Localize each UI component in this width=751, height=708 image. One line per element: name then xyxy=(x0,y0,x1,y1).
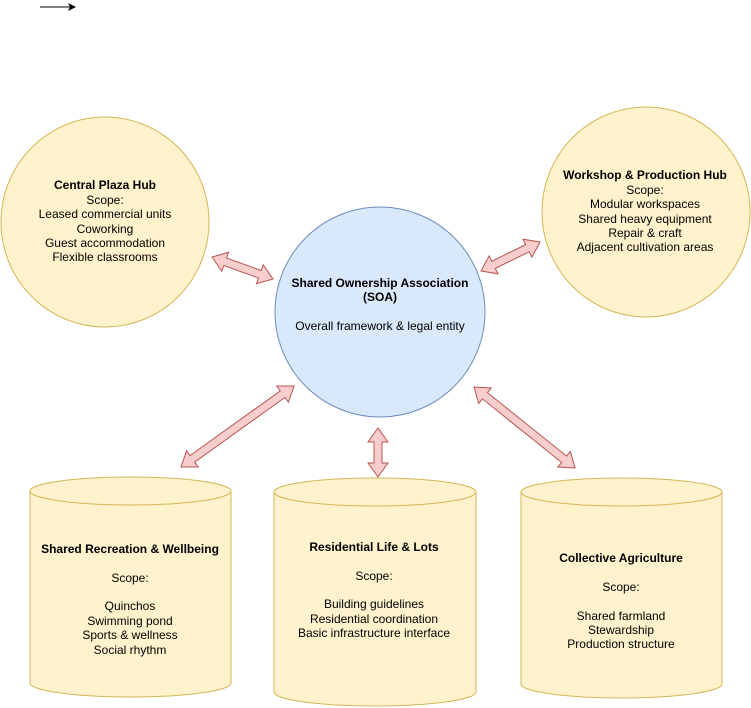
scope-item: Flexible classrooms xyxy=(52,250,157,264)
node-title: Workshop & Production Hub xyxy=(563,168,727,182)
agriculture-node[interactable]: Collective Agriculture Scope: Shared far… xyxy=(520,477,723,699)
arrow-soa-agriculture-icon[interactable] xyxy=(473,386,576,469)
scope-label: Scope: xyxy=(111,571,148,585)
arrow-workshop-soa-icon[interactable] xyxy=(480,238,541,275)
scope-item: Residential coordination xyxy=(310,612,438,626)
arrow-soa-residential-icon[interactable] xyxy=(367,427,389,478)
scope-item: Building guidelines xyxy=(324,597,424,611)
node-title: Shared Ownership Association xyxy=(292,276,469,290)
scope-item: Sports & wellness xyxy=(82,628,177,642)
scope-item: Guest accommodation xyxy=(45,236,165,250)
scope-label: Scope: xyxy=(86,193,123,207)
scope-item: Basic infrastructure interface xyxy=(298,626,450,640)
node-subtitle: Overall framework & legal entity xyxy=(295,319,464,333)
central-plaza-hub-node[interactable]: Central Plaza Hub Scope: Leased commerci… xyxy=(0,116,210,328)
soa-node[interactable]: Shared Ownership Association (SOA) Overa… xyxy=(274,206,486,418)
scope-label: Scope: xyxy=(626,183,663,197)
scope-item: Quinchos xyxy=(105,599,156,613)
arrow-soa-recreation-icon[interactable] xyxy=(180,385,295,468)
scope-item: Adjacent cultivation areas xyxy=(577,240,714,254)
node-title: Collective Agriculture xyxy=(559,551,683,565)
scope-label: Scope: xyxy=(602,580,639,594)
node-title-abbrev: (SOA) xyxy=(363,290,397,304)
scope-label: Scope: xyxy=(355,569,392,583)
workshop-hub-node[interactable]: Workshop & Production Hub Scope: Modular… xyxy=(541,106,751,318)
scope-item: Shared farmland xyxy=(577,609,666,623)
scope-item: Coworking xyxy=(77,222,134,236)
scope-item: Shared heavy equipment xyxy=(578,212,712,226)
arrow-plaza-soa-icon[interactable] xyxy=(211,251,274,285)
scope-item: Swimming pond xyxy=(87,614,172,628)
scope-item: Repair & craft xyxy=(608,226,682,240)
scope-item: Modular workspaces xyxy=(590,197,700,211)
scope-item: Social rhythm xyxy=(94,643,167,657)
scope-item: Production structure xyxy=(567,637,675,651)
scope-item: Stewardship xyxy=(588,623,654,637)
node-title: Residential Life & Lots xyxy=(309,540,439,554)
recreation-node[interactable]: Shared Recreation & Wellbeing Scope: Qui… xyxy=(29,476,232,698)
residential-node[interactable]: Residential Life & Lots Scope: Building … xyxy=(273,477,477,707)
node-title: Central Plaza Hub xyxy=(54,178,156,192)
node-title: Shared Recreation & Wellbeing xyxy=(41,542,219,556)
scope-item: Leased commercial units xyxy=(39,207,172,221)
